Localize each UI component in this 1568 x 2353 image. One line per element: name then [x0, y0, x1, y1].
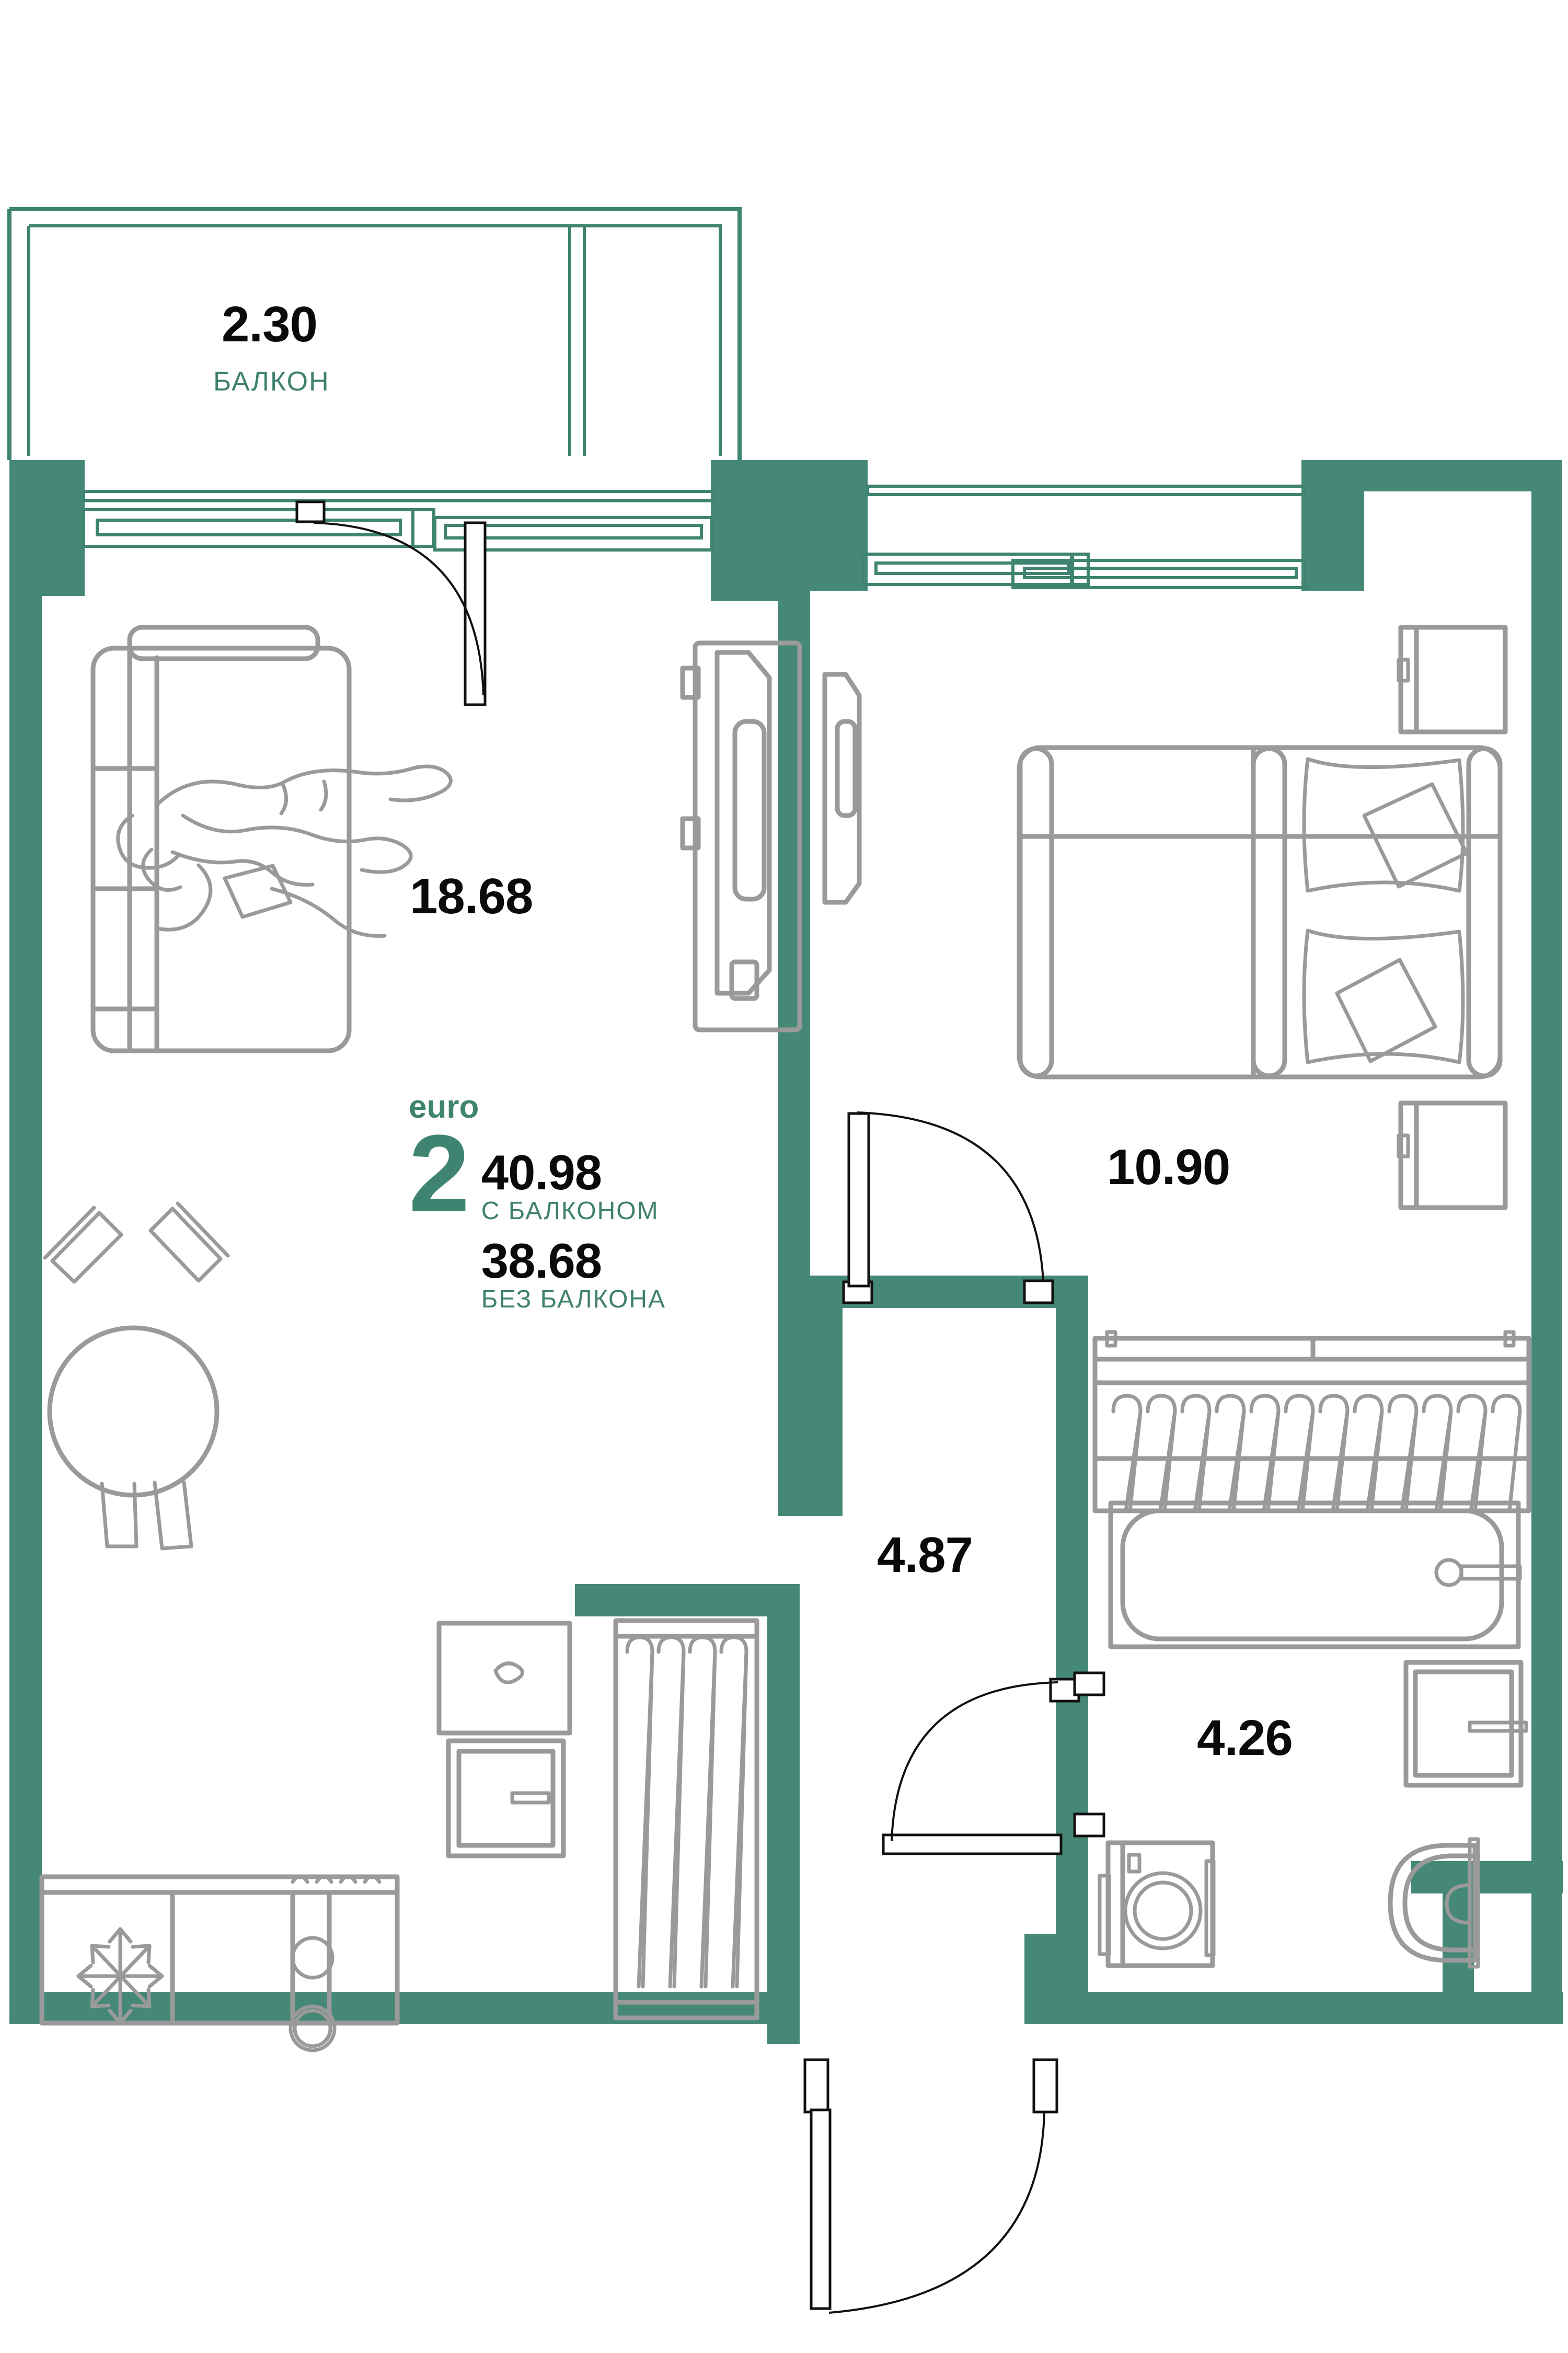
washbasin	[1403, 1660, 1528, 1788]
kitchen-oven	[446, 1738, 566, 1858]
balcony-swing-door	[295, 500, 487, 706]
living-room-area-value: 18.68	[410, 868, 533, 924]
double-bed	[1017, 745, 1503, 1080]
total-area-without-balcony: 38.68	[481, 1233, 602, 1288]
bedroom-area-value: 10.90	[1107, 1139, 1230, 1195]
dining-table	[43, 1201, 230, 1551]
bedroom-window	[861, 485, 1307, 589]
person-figure	[116, 764, 453, 938]
bedroom-swing-door	[842, 1111, 1054, 1304]
wardrobe-hall	[1092, 1330, 1531, 1513]
nightstand-top	[1397, 625, 1508, 734]
bathroom-area-value: 4.26	[1197, 1710, 1293, 1766]
apartment-walls	[9, 460, 1563, 2044]
bathtub	[1108, 1500, 1522, 1649]
balcony-area-value: 2.30	[222, 296, 318, 352]
balcony-door-window	[82, 490, 715, 552]
wardrobe-living	[613, 1618, 759, 2021]
unit-badge: euro 2 40.98 С БАЛКОНОМ 38.68 БЕЗ БАЛКОН…	[409, 1088, 666, 1314]
total-area-with-balcony: 40.98	[481, 1145, 602, 1200]
sofa	[90, 625, 352, 1053]
nightstand-bottom	[1397, 1100, 1508, 1210]
wall-markers	[1073, 1671, 1105, 1838]
washing-machine	[1098, 1840, 1216, 1968]
unit-rooms-count: 2	[409, 1112, 470, 1235]
toilet	[1388, 1837, 1480, 1969]
hall-area-value: 4.87	[877, 1527, 973, 1583]
tv-media-console	[680, 640, 802, 1032]
bed-pillows	[1302, 757, 1469, 1064]
total-area-without-balcony-caption: БЕЗ БАЛКОНА	[481, 1285, 666, 1313]
entrance-door	[803, 2058, 1058, 2314]
bathroom-swing-door	[882, 1678, 1080, 1855]
tv-panel	[822, 672, 862, 905]
unit-badge-prefix: euro	[409, 1089, 479, 1125]
kitchen-sink	[289, 1874, 382, 2052]
total-area-with-balcony-caption: С БАЛКОНОМ	[481, 1197, 659, 1225]
balcony-outline	[7, 207, 742, 460]
kitchen-refrigerator	[76, 1927, 164, 2025]
kitchen-upper-cabinet	[436, 1621, 572, 1736]
balcony-room-name: БАЛКОН	[213, 366, 330, 397]
